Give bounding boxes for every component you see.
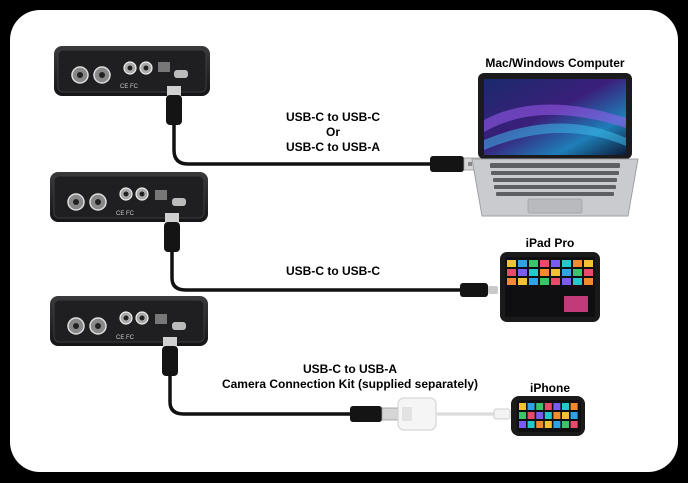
pad-cell [527,421,535,428]
cable-1-line-3: USB-C to USB-A [286,140,380,154]
ce-mark: CE FC [116,211,135,217]
pad-cell [573,269,582,276]
pad-cell [544,403,552,410]
pad-cell [536,403,544,410]
pad-cell [540,269,549,276]
cable-3-label: USB-C to USB-A Camera Connection Kit (su… [200,362,500,392]
pad-cell [570,403,578,410]
ipad-label: iPad Pro [525,236,575,250]
phone-icon [511,396,585,436]
pad-cell [519,403,526,410]
audio-interface-icon: CE FC [50,296,208,346]
pad-cell [540,278,549,285]
pad-cell [553,421,561,428]
pad-cell [544,412,552,419]
pad-cell [584,278,593,285]
pad-cell [518,269,527,276]
pad-cell [584,260,593,267]
pad-cell [551,269,560,276]
pad-cell [518,278,527,285]
cable-1-line-2: Or [325,125,340,139]
pad-cell [570,412,578,419]
pad-cell [519,421,526,428]
pad-cell [573,278,582,285]
pad-cell [527,403,535,410]
pad-cell [562,421,569,428]
pad-cell [518,260,527,267]
pad-cell [584,269,593,276]
usb-cable-1 [166,86,487,172]
ce-mark: CE FC [120,84,139,90]
usb-cable-2 [164,213,498,297]
pad-cell [553,412,561,419]
iphone-label: iPhone [529,381,570,395]
pad-cell [570,421,578,428]
pad-cell [507,260,516,267]
pad-cell [536,412,544,419]
pad-cell [519,412,526,419]
laptop-icon [471,73,639,217]
pad-cell [540,260,549,267]
pad-cell [507,278,516,285]
audio-interface-icon: CE FC [50,172,208,222]
cable-1-line-1: USB-C to USB-C [286,110,380,124]
cable-2-label: USB-C to USB-C [286,264,380,278]
cable-1-label: USB-C to USB-C Or USB-C to USB-A [258,110,408,155]
pad-cell [529,278,538,285]
camera-connection-kit-icon [397,397,511,431]
ce-mark: CE FC [116,335,135,341]
tablet-icon [500,252,600,322]
pad-cell [551,278,560,285]
pad-cell [553,403,561,410]
pad-cell [527,412,535,419]
cable-3-line-1: USB-C to USB-A [303,362,397,376]
pad-cell [544,421,552,428]
pad-cell [562,269,571,276]
pad-cell [529,260,538,267]
pad-cell [536,421,544,428]
pad-cell [562,260,571,267]
pad-cell [562,278,571,285]
pad-cell [573,260,582,267]
computer-label: Mac/Windows Computer [485,56,625,70]
pad-cell [507,269,516,276]
pad-cell [562,403,569,410]
cable-3-line-2: Camera Connection Kit (supplied separate… [221,377,479,391]
usb-cable-3 [162,337,403,422]
pad-cell [529,269,538,276]
pad-cell [551,260,560,267]
audio-interface-icon: CE FC [54,46,210,96]
pad-cell [562,412,569,419]
